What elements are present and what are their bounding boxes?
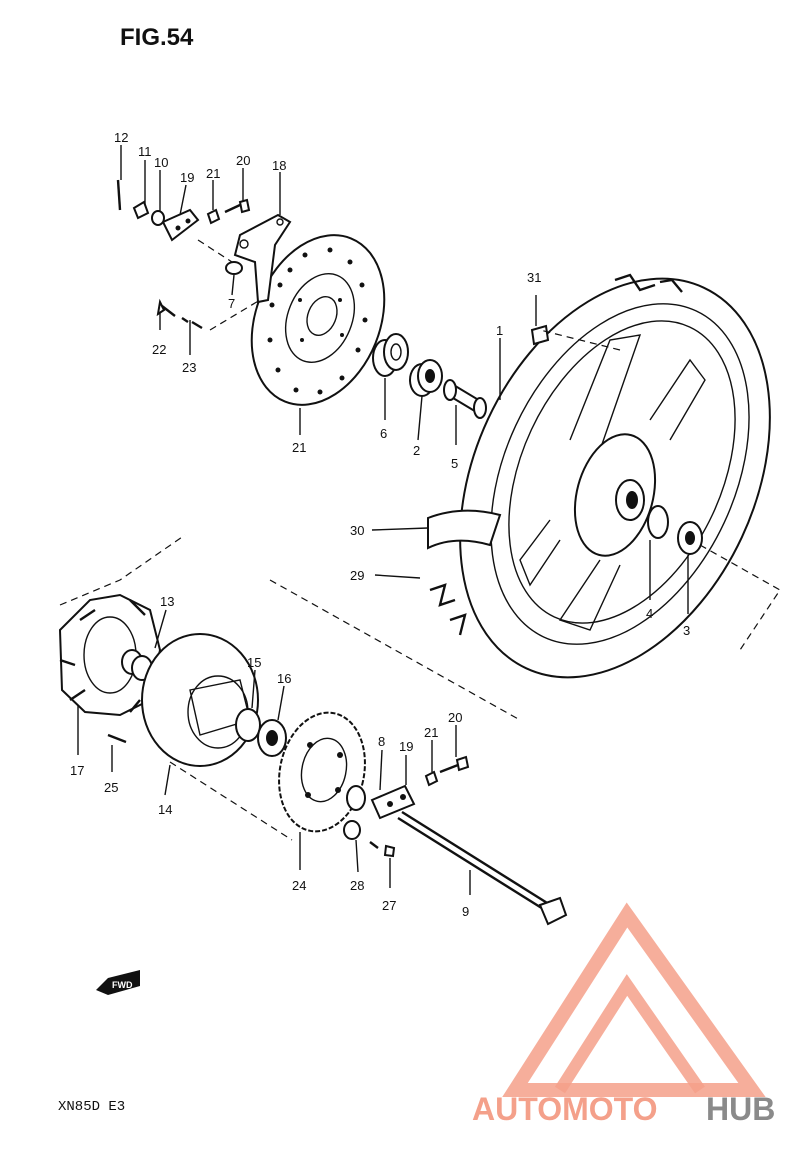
caliper-bracket [233, 213, 292, 304]
callout-28: 28 [350, 878, 364, 893]
adjuster-plate-19-bottom [370, 784, 416, 820]
callout-7: 7 [228, 296, 235, 311]
adjuster-plate-19 [161, 208, 200, 242]
bolt-20-top [224, 203, 241, 214]
bearing-2 [409, 359, 443, 397]
nut-11 [132, 200, 150, 220]
callout-30: 30 [350, 523, 364, 538]
callout-25: 24 [292, 878, 306, 893]
stud-26 [107, 733, 127, 744]
watermark-logo: AUTOMOTO HUB [472, 902, 775, 1127]
rear-sprocket [278, 711, 366, 833]
callout-17: 17 [70, 763, 84, 778]
callout-29: 29 [350, 568, 364, 583]
callout-6: 6 [380, 426, 387, 441]
oil-seal-4 [647, 505, 669, 539]
callout-20-bottom: 20 [448, 710, 462, 725]
model-code: XN85D E3 [58, 1099, 125, 1115]
callout-19-bottom: 19 [399, 739, 413, 754]
callout-21-top: 21 [206, 166, 220, 181]
callout-31: 31 [527, 270, 541, 285]
callout-9: 9 [462, 904, 469, 919]
bolt-24 [181, 317, 203, 330]
callout-20-top: 20 [236, 153, 250, 168]
callout-23: 22 [152, 342, 166, 357]
callout-16: 16 [277, 671, 291, 686]
figure-title: FIG.54 [120, 24, 194, 51]
callout-22: 21 [292, 440, 306, 455]
callout-24: 23 [182, 360, 196, 375]
bearing-15 [235, 708, 261, 742]
bolt-20-bottom [439, 763, 459, 774]
callout-2: 2 [413, 443, 420, 458]
fwd-label: FWD [112, 980, 133, 990]
spacer-6 [372, 333, 409, 377]
nut-21-top [206, 208, 221, 225]
valve-31 [530, 324, 550, 346]
callout-12: 12 [114, 130, 128, 145]
cotter-pin-12 [116, 179, 122, 211]
callout-15: 15 [247, 655, 261, 670]
rear-wheel-tire [429, 273, 771, 679]
washer-28 [343, 820, 361, 840]
callout-8: 8 [378, 734, 385, 749]
washer-7 [225, 261, 243, 275]
callout-4: 4 [646, 606, 653, 621]
callout-11: 11 [138, 144, 152, 159]
nut-27 [383, 844, 396, 858]
callout-18: 18 [272, 158, 286, 173]
brake-disc [250, 234, 386, 406]
callout-21-bottom: 21 [424, 725, 438, 740]
rear-axle [397, 810, 568, 926]
watermark-text-1: AUTOMOTO [472, 1091, 657, 1127]
callout-14: 14 [158, 802, 172, 817]
callout-5: 5 [451, 456, 458, 471]
callout-3: 3 [683, 623, 690, 638]
sprocket-carrier [141, 633, 259, 767]
watermark-text-2: HUB [706, 1091, 775, 1127]
collar-8 [346, 785, 366, 811]
callout-10: 10 [154, 155, 168, 170]
rim-band-30 [427, 509, 502, 550]
fwd-arrow-icon: FWD [96, 970, 140, 995]
callout-19-top: 19 [180, 170, 194, 185]
callout-1: 1 [496, 323, 503, 338]
leader-lines [77, 145, 689, 895]
callout-26: 25 [104, 780, 118, 795]
callout-13: 13 [160, 594, 174, 609]
washer-10 [151, 210, 165, 226]
spacer-5 [443, 379, 487, 419]
nut-21-bottom [424, 770, 439, 787]
callout-27: 27 [382, 898, 396, 913]
